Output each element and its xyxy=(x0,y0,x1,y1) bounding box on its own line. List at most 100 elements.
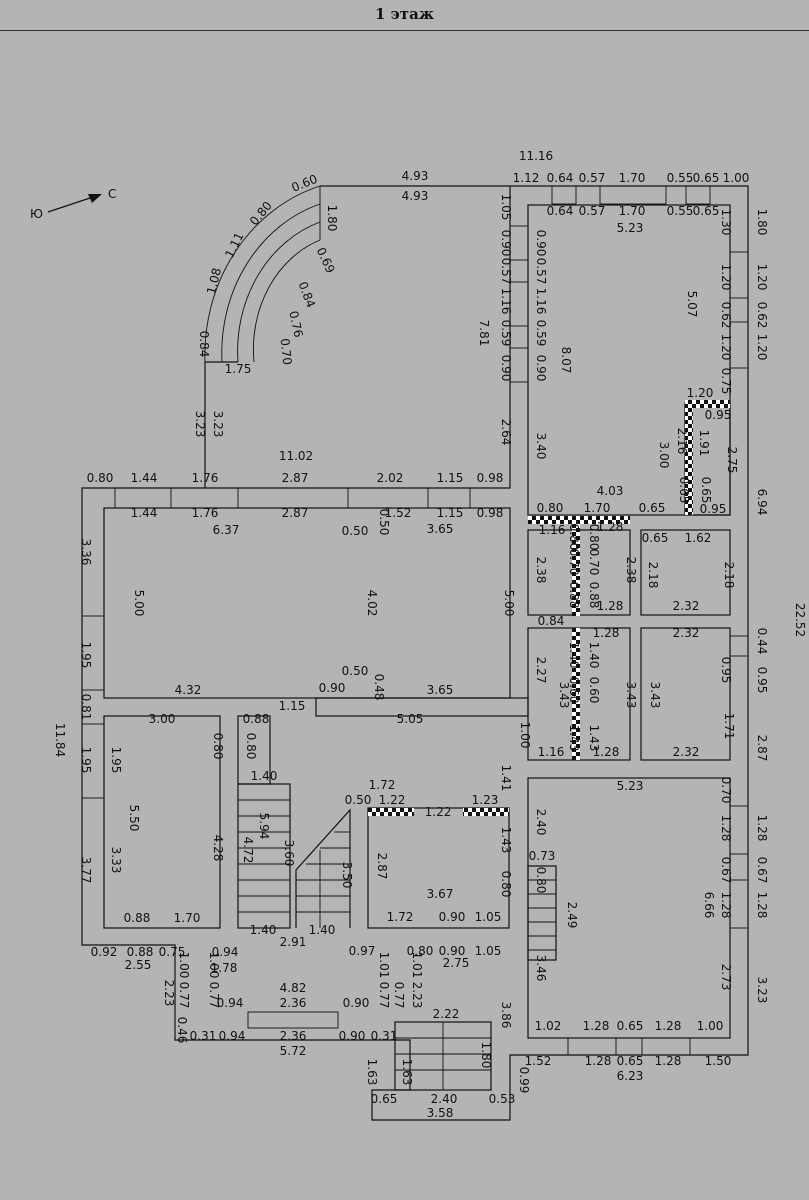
dimension-label: 4.03 xyxy=(597,484,624,498)
dimension-label: 0.80 xyxy=(87,471,114,485)
dimension-label: 1.95 xyxy=(79,747,93,774)
dimension-label: 0.55 xyxy=(667,204,694,218)
dimension-label: 8.07 xyxy=(559,347,573,374)
dimension-label: 2.22 xyxy=(433,1007,460,1021)
dimension-label: 0.70 xyxy=(567,549,581,576)
dimension-label: 5.94 xyxy=(257,813,271,840)
dimension-label: 0.81 xyxy=(79,694,93,721)
dimension-label: 0.75 xyxy=(159,945,186,959)
dimension-label: 0.65 xyxy=(371,1092,398,1106)
dimension-label: 1.20 xyxy=(687,386,714,400)
dimension-label: 3.36 xyxy=(79,539,93,566)
dimension-label: 1.15 xyxy=(437,506,464,520)
dimension-label: 0.76 xyxy=(286,310,305,339)
dimension-label: 0.84 xyxy=(538,614,565,628)
dimension-label: 5.00 xyxy=(502,590,516,617)
dimension-label: 1.00 xyxy=(177,952,191,979)
header: 1 этаж xyxy=(0,0,809,31)
dimension-label: 11.84 xyxy=(53,723,67,757)
dimension-label: 5.72 xyxy=(280,1044,307,1058)
dimension-label: 0.90 xyxy=(439,910,466,924)
dimension-label: 0.65 xyxy=(677,477,691,504)
dimension-label: 0.80 xyxy=(499,871,513,898)
dimension-label: 1.05 xyxy=(475,910,502,924)
dimension-label: 0.65 xyxy=(617,1054,644,1068)
dimension-label: 1.63 xyxy=(365,1059,379,1086)
dimension-label: 6.66 xyxy=(702,892,716,919)
dimension-label: 0.53 xyxy=(489,1092,516,1106)
dimension-label: 0.98 xyxy=(477,506,504,520)
dimension-label: 22.52 xyxy=(793,603,807,637)
dimension-label: 2.36 xyxy=(280,1029,307,1043)
dimension-label: 2.75 xyxy=(443,956,470,970)
dimension-label: 6.94 xyxy=(755,489,769,516)
dimension-label: 3.46 xyxy=(534,955,548,982)
hatched-partitions xyxy=(368,400,730,816)
dimension-label: 1.91 xyxy=(697,430,711,457)
dimension-label: 3.43 xyxy=(557,682,571,709)
dimension-label: 0.57 xyxy=(579,171,606,185)
dimension-label: 3.65 xyxy=(427,522,454,536)
dimension-label: 0.50 xyxy=(342,524,369,538)
dimension-label: 3.00 xyxy=(657,442,671,469)
dimension-label: 1.11 xyxy=(222,230,246,260)
dimension-label: 2.87 xyxy=(755,735,769,762)
dimension-label: 3.33 xyxy=(109,847,123,874)
dimension-label: 1.22 xyxy=(425,805,452,819)
dimension-label: 0.80 xyxy=(567,524,581,551)
dimension-label: 4.28 xyxy=(211,835,225,862)
dimension-label: 4.02 xyxy=(365,590,379,617)
dimension-label: 0.62 xyxy=(755,302,769,329)
dimension-label: 0.94 xyxy=(219,1029,246,1043)
dimension-label: 0.48 xyxy=(372,674,386,701)
dimension-label: 6.23 xyxy=(617,1069,644,1083)
dimension-label: 0.64 xyxy=(547,204,574,218)
dimension-label: 0.80 xyxy=(244,733,258,760)
dimension-label: 4.93 xyxy=(402,189,429,203)
dimension-label: 1.40 xyxy=(567,642,581,669)
dimension-label: 0.64 xyxy=(547,171,574,185)
dimension-label: 1.44 xyxy=(131,506,158,520)
dimension-label: 1.00 xyxy=(723,171,750,185)
dimension-label: 0.50 xyxy=(377,509,391,536)
dimension-label: 1.20 xyxy=(755,334,769,361)
dimension-label: 0.44 xyxy=(755,628,769,655)
dimension-label: 0.90 xyxy=(534,230,548,257)
dimension-label: 1.28 xyxy=(583,1019,610,1033)
dimension-label: 1.22 xyxy=(379,793,406,807)
compass-north-label: С xyxy=(108,187,116,201)
dimension-label: 2.75 xyxy=(725,447,739,474)
dimension-label: 0.90 xyxy=(499,355,513,382)
dimension-label: 7.81 xyxy=(477,320,491,347)
dimension-label: 0.31 xyxy=(190,1029,217,1043)
dimension-label: 0.57 xyxy=(534,258,548,285)
dimension-label: 1.80 xyxy=(479,1042,493,1069)
dimension-label: 0.84 xyxy=(197,331,211,358)
dimension-label: 5.07 xyxy=(685,291,699,318)
dimension-label: 5.00 xyxy=(132,590,146,617)
dimension-label: 1.52 xyxy=(525,1054,552,1068)
windows xyxy=(81,185,749,1056)
dimension-label: 0.88 xyxy=(587,582,601,609)
dimension-label: 2.36 xyxy=(280,996,307,1010)
dimension-label: 0.73 xyxy=(529,849,556,863)
dimension-label: 1.28 xyxy=(585,1054,612,1068)
dimension-label: 1.28 xyxy=(655,1019,682,1033)
dimension-label: 5.50 xyxy=(127,805,141,832)
dimension-label: 0.97 xyxy=(349,944,376,958)
dimension-label: 0.62 xyxy=(719,302,733,329)
dimension-label: 1.05 xyxy=(475,944,502,958)
dimension-label: 4.32 xyxy=(175,683,202,697)
dimension-label: 2.16 xyxy=(675,428,689,455)
dimension-label: 0.65 xyxy=(693,204,720,218)
dimension-label: 2.32 xyxy=(673,626,700,640)
dimension-label: 0.77 xyxy=(177,982,191,1009)
dimension-label: 1.28 xyxy=(597,599,624,613)
dimension-label: 1.76 xyxy=(192,506,219,520)
dimension-label: 0.70 xyxy=(278,338,295,366)
dimension-label: 2.32 xyxy=(673,599,700,613)
dimension-label: 0.95 xyxy=(705,408,732,422)
dimension-label: 1.15 xyxy=(437,471,464,485)
dimension-label: 0.65 xyxy=(699,477,713,504)
dimension-label: 0.92 xyxy=(91,945,118,959)
